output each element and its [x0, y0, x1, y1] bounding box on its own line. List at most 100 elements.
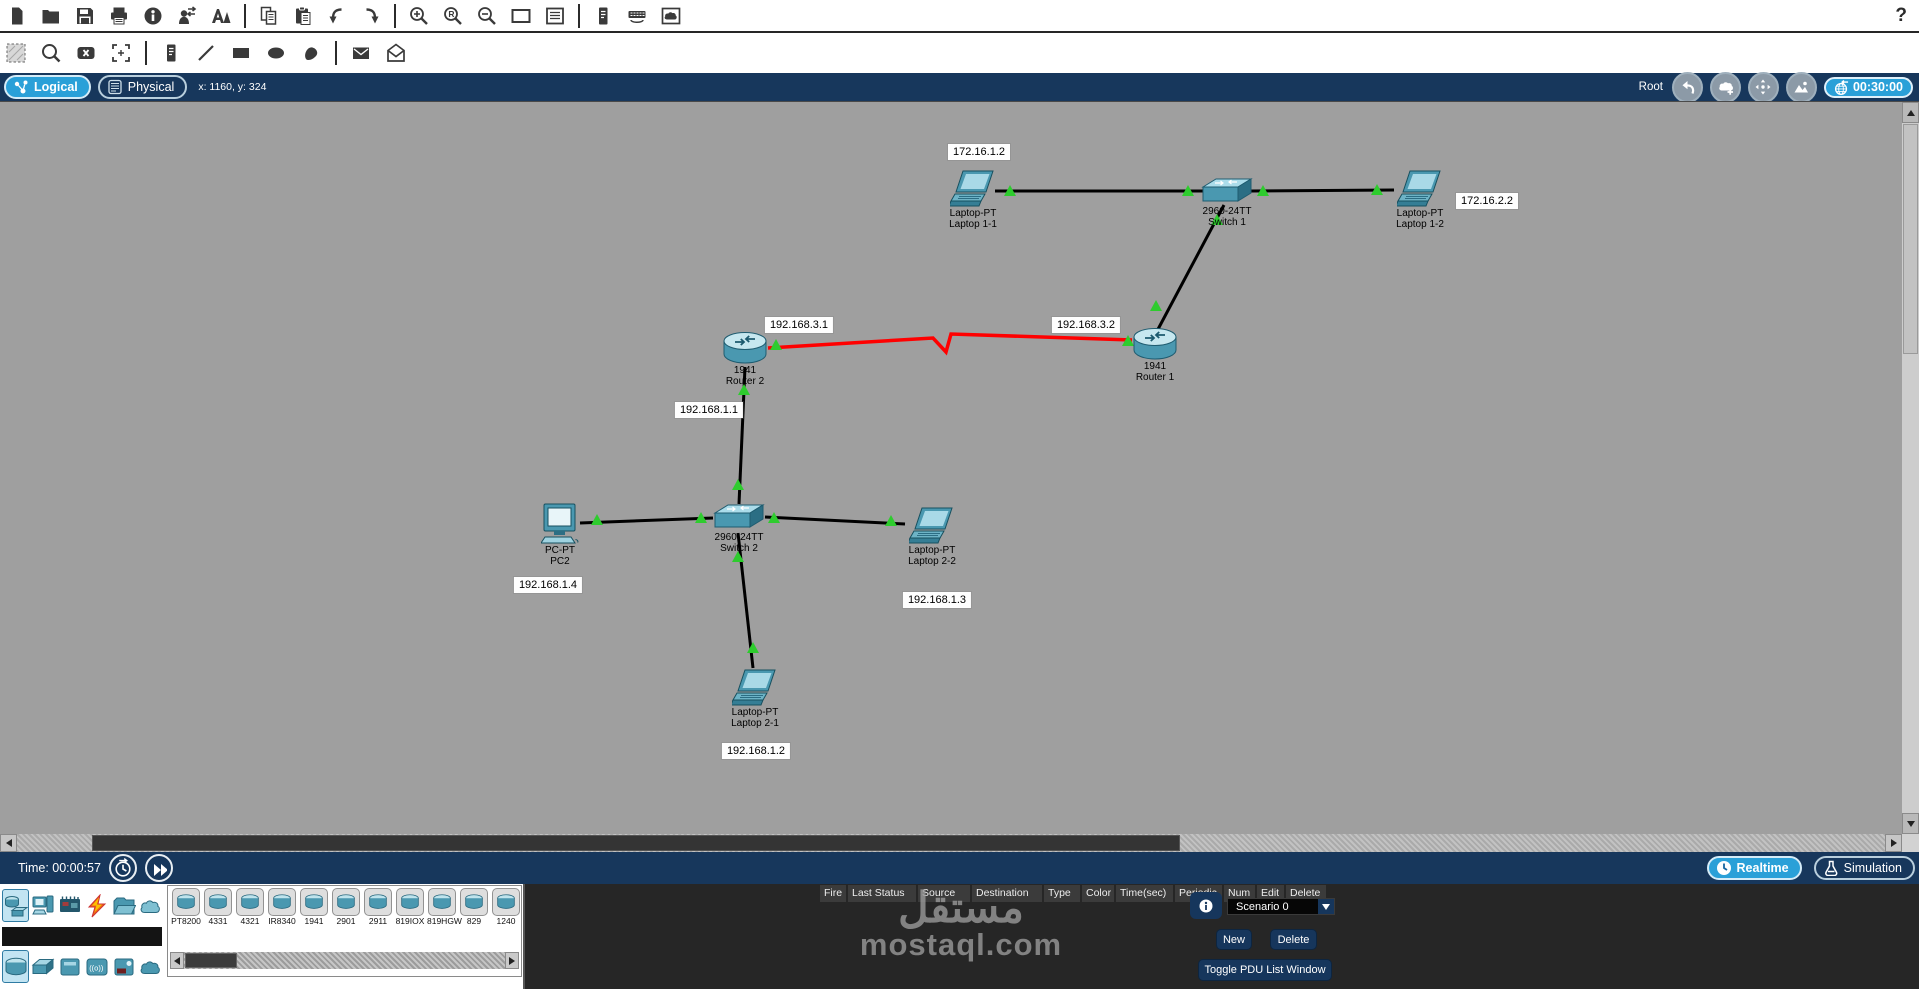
list-box-icon[interactable]: [544, 5, 566, 27]
note-icon[interactable]: [592, 5, 614, 27]
move-object-button[interactable]: [1747, 71, 1779, 103]
device-router-1[interactable]: [1132, 325, 1178, 366]
draw-free-icon[interactable]: [300, 42, 322, 64]
ip-note-label[interactable]: 192.168.1.3: [902, 592, 972, 608]
print-icon[interactable]: [108, 5, 130, 27]
category-network-devices[interactable]: [2, 889, 29, 922]
vertical-scrollbar[interactable]: [1902, 102, 1919, 834]
category-connections[interactable]: [83, 889, 110, 922]
device-pc2[interactable]: [540, 503, 579, 550]
paste-icon[interactable]: [292, 5, 314, 27]
horizontal-scrollbar[interactable]: [0, 834, 1919, 852]
device-switch-2[interactable]: [713, 502, 765, 537]
ip-note-label[interactable]: 192.168.1.1: [674, 402, 744, 418]
model-819IOX[interactable]: 819IOX: [395, 888, 425, 926]
set-background-button[interactable]: [1785, 71, 1817, 103]
zoom-in-icon[interactable]: [408, 5, 430, 27]
link-ethernet[interactable]: [1154, 204, 1226, 334]
device-router-2[interactable]: [722, 329, 768, 370]
model-PT8200[interactable]: PT8200: [171, 888, 201, 926]
category-switches[interactable]: [29, 950, 56, 983]
copy-icon[interactable]: [258, 5, 280, 27]
note-icon[interactable]: [160, 42, 182, 64]
link-serial[interactable]: [767, 332, 1133, 356]
model-IR8340[interactable]: IR8340: [267, 888, 297, 926]
category-multiuser[interactable]: [137, 889, 164, 922]
select-box-icon[interactable]: [5, 42, 27, 64]
help-button[interactable]: ?: [1895, 4, 1907, 26]
info-icon[interactable]: [142, 5, 164, 27]
horizontal-scroll-thumb[interactable]: [92, 835, 1180, 851]
new-cluster-button[interactable]: [1709, 71, 1741, 103]
tab-logical[interactable]: Logical: [4, 75, 91, 99]
save-icon[interactable]: [74, 5, 96, 27]
toggle-pdu-list-button[interactable]: Toggle PDU List Window: [1198, 959, 1332, 981]
file-new-icon[interactable]: [6, 5, 28, 27]
category-security[interactable]: [110, 950, 137, 983]
device-laptop-2-2[interactable]: [907, 507, 955, 550]
device-laptop-1-2[interactable]: [1395, 170, 1443, 213]
category-components[interactable]: [56, 889, 83, 922]
models-scroll-right-button[interactable]: [505, 952, 519, 969]
ip-note-label[interactable]: 192.168.3.2: [1051, 317, 1121, 333]
models-scrollbar[interactable]: [170, 952, 519, 969]
wizard-icon[interactable]: [176, 5, 198, 27]
category-wan-emulation[interactable]: [137, 950, 164, 983]
link-ethernet[interactable]: [1250, 188, 1395, 193]
zoom-out-icon[interactable]: [476, 5, 498, 27]
dialog-icon[interactable]: [510, 5, 532, 27]
folder-open-icon[interactable]: [40, 5, 62, 27]
model-2911[interactable]: 2911: [363, 888, 393, 926]
vertical-scroll-thumb[interactable]: [1903, 124, 1918, 354]
delete-x-icon[interactable]: [75, 42, 97, 64]
ip-note-label[interactable]: 192.168.3.1: [764, 317, 834, 333]
draw-rect-icon[interactable]: [230, 42, 252, 64]
model-829[interactable]: 829: [459, 888, 489, 926]
device-laptop-2-1[interactable]: [730, 669, 778, 712]
magnifier-icon[interactable]: [40, 42, 62, 64]
scenario-new-button[interactable]: New: [1216, 929, 1252, 950]
model-4321[interactable]: 4321: [235, 888, 265, 926]
draw-a-icon[interactable]: [210, 5, 232, 27]
model-819HGW[interactable]: 819HGW: [427, 888, 462, 926]
scroll-down-button[interactable]: [1902, 813, 1919, 834]
back-navigation-button[interactable]: [1671, 71, 1703, 103]
scroll-left-button[interactable]: [0, 834, 17, 852]
model-2901[interactable]: 2901: [331, 888, 361, 926]
category-miscellaneous[interactable]: [110, 889, 137, 922]
tab-simulation[interactable]: Simulation: [1813, 856, 1915, 880]
category-routers[interactable]: [2, 950, 29, 983]
env-open-icon[interactable]: [385, 42, 407, 64]
ip-note-label[interactable]: 192.168.1.4: [513, 577, 583, 593]
scenario-delete-button[interactable]: Delete: [1270, 929, 1317, 950]
network-clock-button[interactable]: 00:30:00: [1823, 76, 1913, 98]
models-scroll-thumb[interactable]: [185, 953, 237, 968]
ip-note-label[interactable]: 192.168.1.2: [721, 743, 791, 759]
model-1941[interactable]: 1941: [299, 888, 329, 926]
draw-line-icon[interactable]: [195, 42, 217, 64]
scenario-info-button[interactable]: [1190, 892, 1222, 919]
cloud-box-icon[interactable]: [660, 5, 682, 27]
model-1240[interactable]: 1240: [491, 888, 521, 926]
ip-note-label[interactable]: 172.16.2.2: [1456, 193, 1518, 209]
draw-ellipse-icon[interactable]: [265, 42, 287, 64]
keyboard-icon[interactable]: [626, 5, 648, 27]
device-switch-1[interactable]: [1201, 176, 1253, 211]
scroll-up-button[interactable]: [1902, 102, 1919, 123]
tab-realtime[interactable]: Realtime: [1706, 856, 1802, 880]
link-ethernet[interactable]: [764, 515, 906, 526]
redo-icon[interactable]: [360, 5, 382, 27]
category-wireless-devices[interactable]: ((o)): [83, 950, 110, 983]
fast-forward-time-button[interactable]: [144, 854, 173, 882]
zoom-reset-icon[interactable]: R: [442, 5, 464, 27]
scroll-right-button[interactable]: [1885, 834, 1902, 852]
tab-physical[interactable]: Physical: [97, 75, 188, 99]
category-hubs[interactable]: [56, 950, 83, 983]
ip-note-label[interactable]: 172.16.1.2: [948, 144, 1010, 160]
power-cycle-devices-button[interactable]: [108, 854, 137, 882]
undo-icon[interactable]: [326, 5, 348, 27]
category-end-devices[interactable]: [29, 889, 56, 922]
scenario-dropdown[interactable]: Scenario 0: [1227, 898, 1335, 915]
model-4331[interactable]: 4331: [203, 888, 233, 926]
